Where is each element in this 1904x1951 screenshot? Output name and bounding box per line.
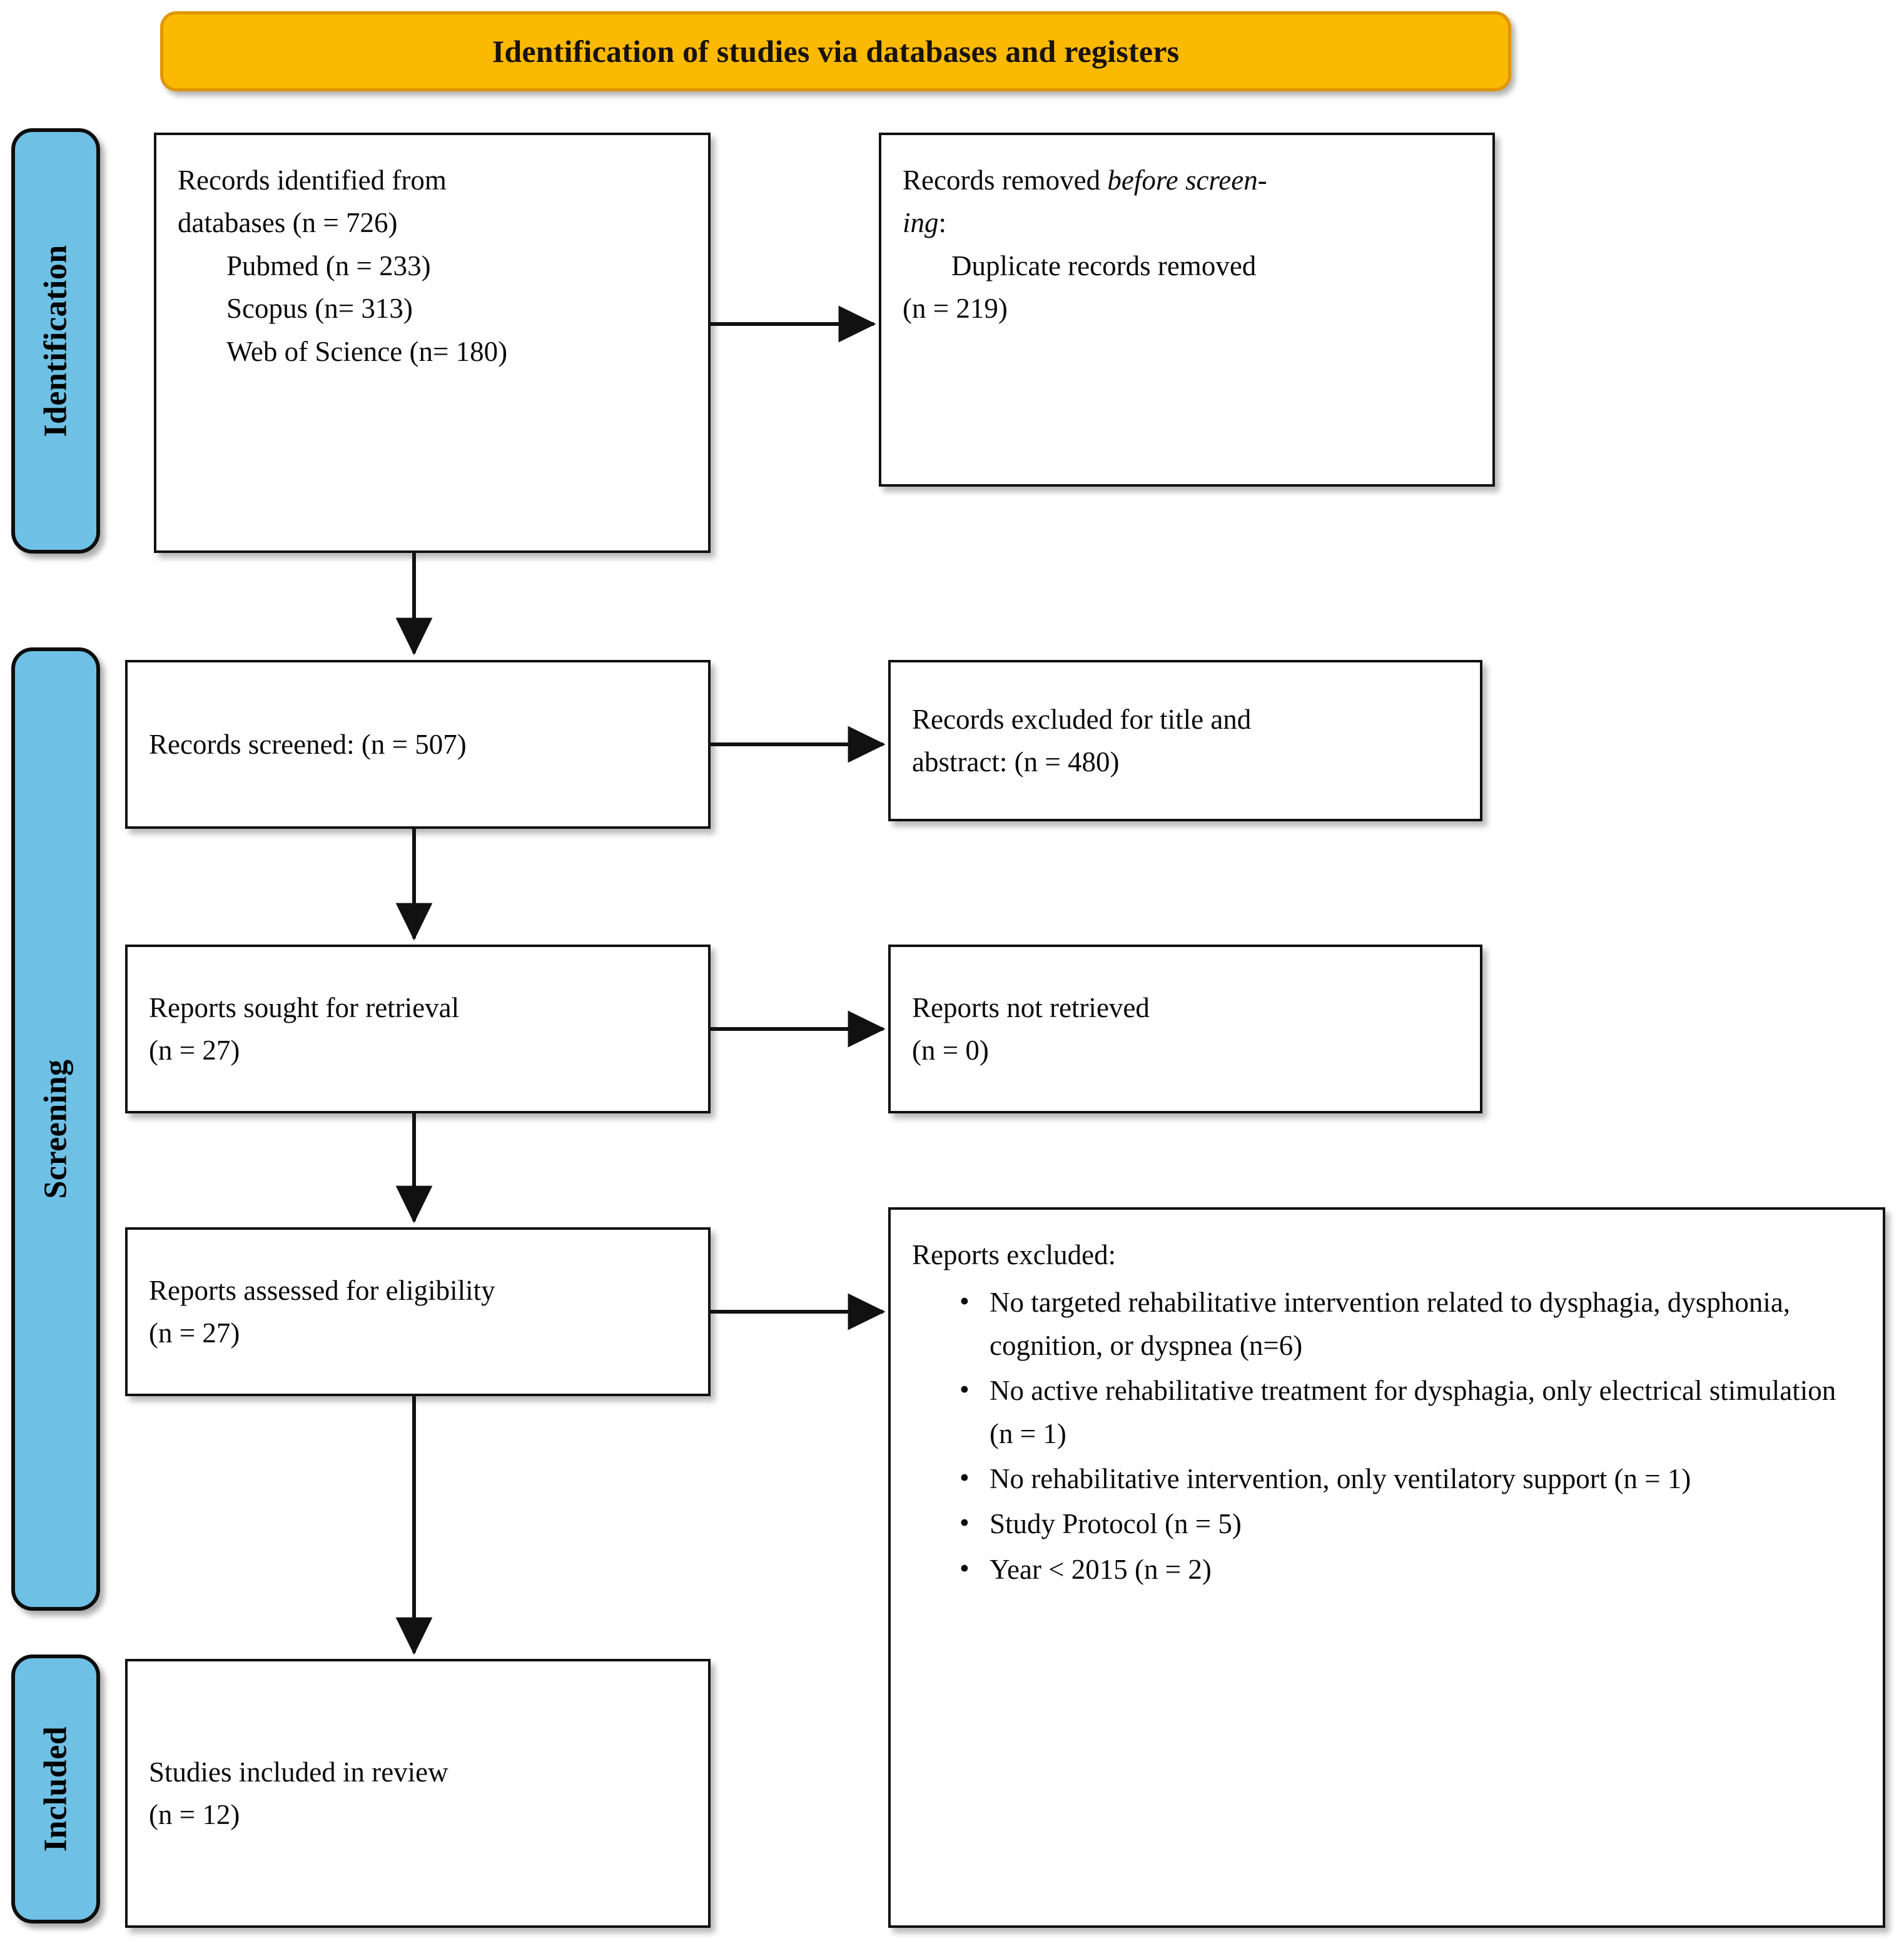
- records-excluded-text: Records excluded for title and abstract:…: [891, 698, 1480, 784]
- stage-included: Included: [11, 1655, 100, 1923]
- reports-sought-line-1: Reports sought for retrieval: [149, 991, 460, 1023]
- records-excluded-line-2: abstract: (n = 480): [912, 746, 1120, 778]
- list-item: No active rehabilitative treatment for d…: [953, 1368, 1861, 1455]
- reports-not-retrieved-text: Reports not retrieved (n = 0): [891, 986, 1480, 1072]
- records-identified-box: Records identified from databases (n = 7…: [154, 133, 711, 553]
- reports-not-retrieved-line-1: Reports not retrieved: [912, 991, 1150, 1023]
- records-identified-pubmed: Pubmed (n = 233): [226, 250, 431, 281]
- records-removed-count: (n = 219): [903, 293, 1008, 325]
- studies-included-line-2: (n = 12): [149, 1799, 240, 1830]
- list-item: No rehabilitative intervention, only ven…: [953, 1456, 1861, 1500]
- reports-not-retrieved-box: Reports not retrieved (n = 0): [888, 945, 1482, 1113]
- reports-assessed-line-1: Reports assessed for eligibility: [149, 1274, 495, 1306]
- reports-excluded-text: Reports excluded: No targeted rehabilita…: [891, 1210, 1883, 1593]
- records-screened-line-1: Records screened: (n = 507): [149, 728, 467, 760]
- list-item: Year < 2015 (n = 2): [953, 1547, 1861, 1591]
- records-excluded-line-1: Records excluded for title and: [912, 703, 1252, 735]
- identification-banner: Identification of studies via databases …: [160, 11, 1511, 91]
- stage-identification: Identification: [11, 128, 100, 554]
- records-removed-italic-a: before screen-: [1107, 165, 1267, 196]
- records-screened-text: Records screened: (n = 507): [128, 723, 708, 766]
- records-removed-lead: Records removed: [903, 165, 1108, 196]
- studies-included-box: Studies included in review (n = 12): [125, 1659, 711, 1928]
- records-identified-text: Records identified from databases (n = 7…: [156, 135, 708, 373]
- records-removed-colon: :: [938, 207, 947, 239]
- reports-excluded-box: Reports excluded: No targeted rehabilita…: [888, 1207, 1885, 1928]
- reports-excluded-list: No targeted rehabilitative intervention …: [912, 1280, 1861, 1591]
- records-removed-duplicate: Duplicate records removed: [951, 250, 1257, 281]
- records-screened-box: Records screened: (n = 507): [125, 660, 711, 829]
- banner-title: Identification of studies via databases …: [492, 34, 1180, 69]
- reports-assessed-box: Reports assessed for eligibility (n = 27…: [125, 1227, 711, 1396]
- records-excluded-box: Records excluded for title and abstract:…: [888, 660, 1482, 821]
- reports-not-retrieved-line-2: (n = 0): [912, 1035, 989, 1066]
- reports-sought-box: Reports sought for retrieval (n = 27): [125, 945, 711, 1113]
- records-removed-text: Records removed before screen- ing: Dupl…: [881, 135, 1492, 330]
- studies-included-text: Studies included in review (n = 12): [128, 1751, 708, 1837]
- records-identified-scopus: Scopus (n= 313): [226, 293, 413, 325]
- records-identified-line-1: Records identified from: [178, 165, 447, 196]
- records-removed-box: Records removed before screen- ing: Dupl…: [879, 133, 1495, 487]
- list-item: No targeted rehabilitative intervention …: [953, 1280, 1861, 1367]
- studies-included-line-1: Studies included in review: [149, 1756, 448, 1788]
- list-item: Study Protocol (n = 5): [953, 1501, 1861, 1545]
- reports-excluded-heading: Reports excluded:: [912, 1239, 1117, 1270]
- records-removed-italic-b: ing: [903, 207, 939, 239]
- stage-screening: Screening: [11, 647, 100, 1611]
- records-identified-line-2: databases (n = 726): [178, 207, 398, 239]
- reports-assessed-line-2: (n = 27): [149, 1317, 240, 1349]
- reports-sought-line-2: (n = 27): [149, 1035, 240, 1066]
- records-removed-line-2: ing:: [903, 201, 1471, 244]
- reports-assessed-text: Reports assessed for eligibility (n = 27…: [128, 1269, 708, 1355]
- records-removed-line-1: Records removed before screen-: [903, 159, 1471, 201]
- records-identified-wos: Web of Science (n= 180): [226, 335, 508, 367]
- reports-sought-text: Reports sought for retrieval (n = 27): [128, 986, 708, 1072]
